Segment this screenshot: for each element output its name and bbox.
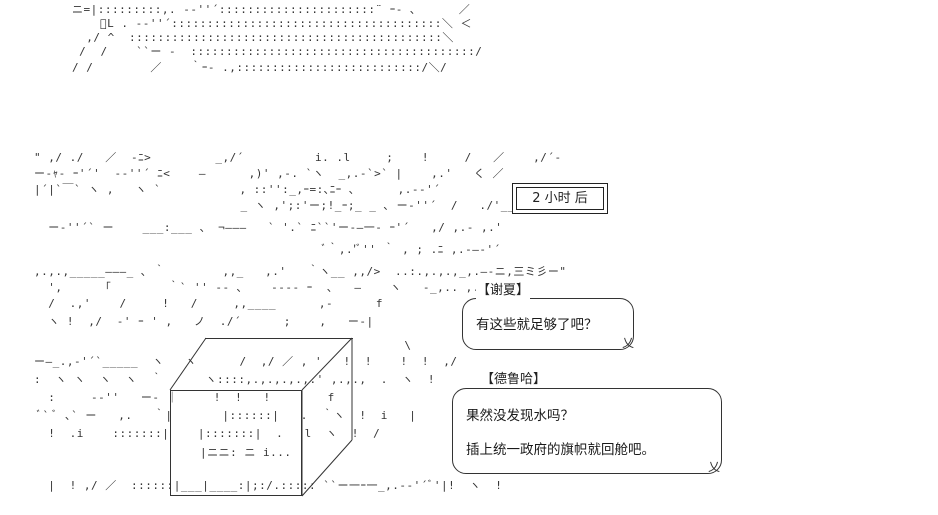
- ascii-art-line: ー―_.,‐'´`_____ ヽ ヽ / ,/ ／ , ' ! ! ! ! ,/: [34, 355, 458, 368]
- ascii-art-line: ﾞ` ﾞ ､` ー ,. ｀| |::::::| . ｀ヽ ! i |: [34, 409, 417, 422]
- speech-bubble-1: [462, 298, 634, 350]
- speech-bubble-2-line-1: 果然没发现水吗？: [466, 408, 574, 424]
- speech-bubble-2: [452, 388, 722, 474]
- speech-bubble-2-line-2: 插上统一政府的旗帜就回舱吧。: [466, 442, 655, 458]
- ascii-art-line: ー‐''´` ー ___:___ 、 ¬――― ` '.` ﾆ``'ー-―一‐ …: [34, 221, 503, 234]
- crate-label: |ニニ: ニ i...: [200, 446, 292, 459]
- ascii-art-line: : ヽ ヽ ヽ ヽ ｀ ヽ::::,.,.,.,.,.' ,.,., . ヽ !: [34, 373, 436, 386]
- speech-bubble-1-tail: 乂: [622, 336, 635, 350]
- ascii-art-line: | ! ,/ ／ ::::::|___|____:|;:/.::::: ``ー一…: [34, 479, 503, 492]
- ascii-art-line: ,/ ^ :::::::::::::::::::::::::::::::::::…: [72, 31, 454, 44]
- ascii-art-line: ! .i :::::::| |:::::::| . l ヽ ! /: [34, 427, 381, 440]
- ascii-art-line: ー-ｬ‐ ｰ'´' -‐''´ ﾆ< ― ,)' ,‐. `ヽ _,.-`>` …: [34, 167, 504, 180]
- ascii-art-line: ,.,.,_____―――_ ､ ｀ ,,_ ,.' ｀ヽ__ ,,/> ..:…: [34, 265, 567, 278]
- speaker-name-2: 【德鲁哈】: [480, 372, 548, 388]
- ascii-art-line: / / ／ ｀ｰ- .,::::::::::::::::::::::::::/＼…: [72, 61, 448, 74]
- ascii-art-line: ニ=|:::::::::,. -‐''´::::::::::::::::::::…: [72, 3, 471, 16]
- speaker-name-1: 【谢夏】: [476, 283, 531, 299]
- time-caption-text: 2 小时 后: [532, 191, 588, 206]
- ascii-art-line: |´|`￣` ヽ , ヽ ` , ::'':_,ｰ=:､ﾆｰ ､ ,.-‐'´: [34, 183, 441, 196]
- ascii-art-line: ヽ ! ,/ ‐' ｰ ' , ノ ./´ ; , ー-|: [34, 315, 381, 328]
- ascii-art-line: / .,' / ! / ,,____ ,- f: [34, 297, 391, 310]
- ascii-art-line: _ ヽ ,';:'ー;!_ｰ;_ _ ､ ー‐''´ / ./'__: [34, 199, 515, 212]
- crate-top: [205, 338, 353, 339]
- ascii-art-line: " ,/ ./ ／ -ﾆ> _,/´ i. .l ; ! / ／ ,/´-: [34, 151, 562, 164]
- ascii-art-line: : -‐'' ー- ｜ ! ! ! f: [34, 391, 335, 404]
- ascii-art-line: / / ``ー - ::::::::::::::::::::::::::::::…: [72, 45, 483, 58]
- ascii-art-line: ﾞL . -‐''´::::::::::::::::::::::::::::::…: [72, 17, 472, 30]
- time-caption-box: 2 小时 后: [512, 183, 608, 214]
- ascii-art-line: ﾞ｀,.'ﾞ'' ｀ , ; .ﾆ ,.-―‐'´: [34, 243, 501, 256]
- speech-bubble-2-tail: 乂: [708, 460, 721, 474]
- speech-bubble-1-line-1: 有这些就足够了吧？: [476, 317, 598, 333]
- ascii-art-line: \: [34, 339, 419, 352]
